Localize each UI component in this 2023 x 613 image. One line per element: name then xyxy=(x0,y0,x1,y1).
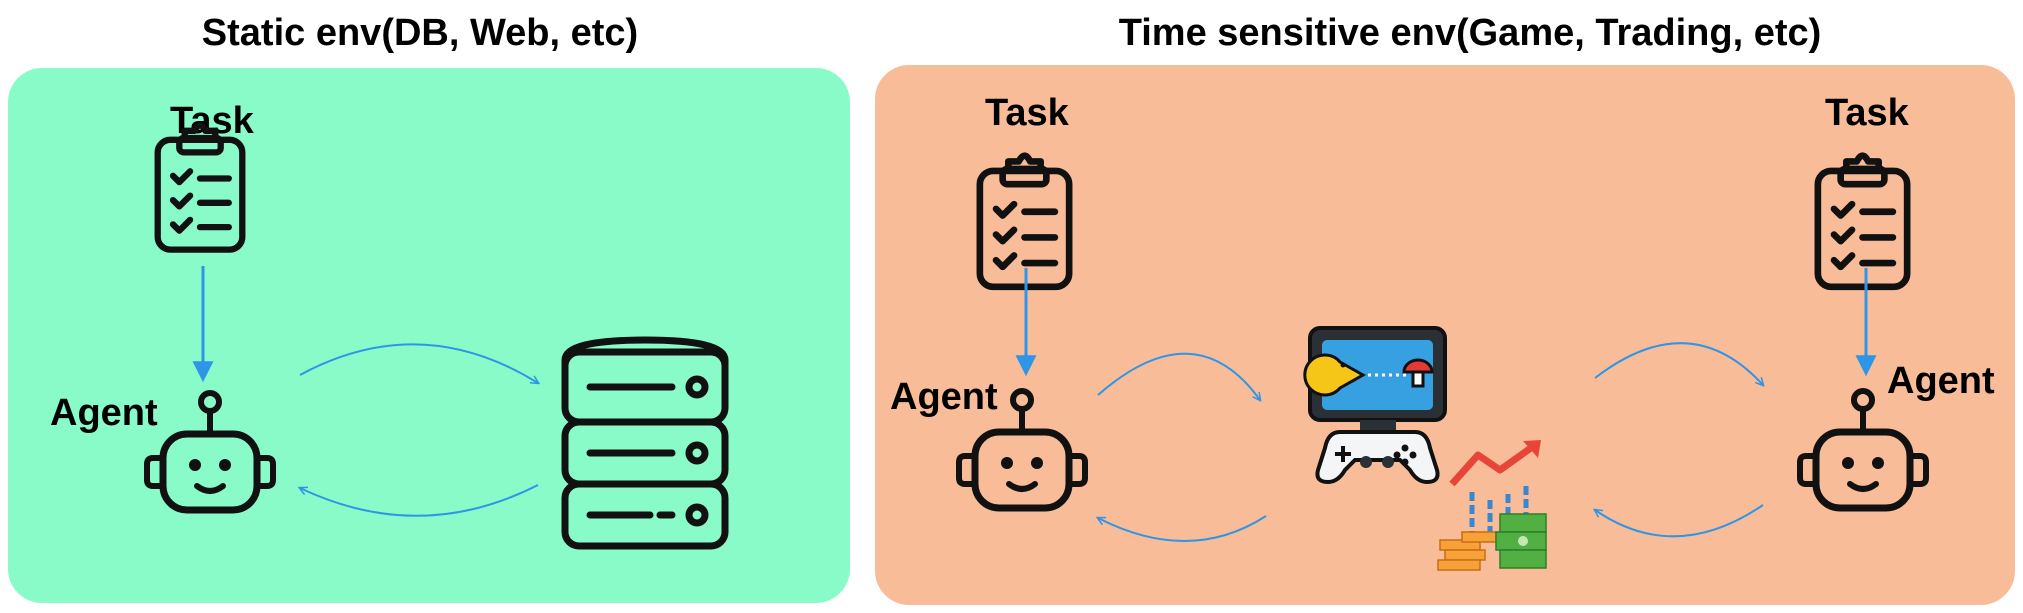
time-env-to-right-agent-arrow xyxy=(1594,342,1763,385)
game-console-icon xyxy=(1303,326,1447,485)
time-left-agent-label: Agent xyxy=(890,376,998,418)
static-db-to-agent-arrow xyxy=(300,484,539,517)
static-agent-to-db-arrow xyxy=(299,343,538,383)
static-env-title: Static env(DB, Web, etc) xyxy=(201,12,639,54)
static-task-clipboard-icon xyxy=(158,125,243,249)
static-env-panel xyxy=(8,68,850,603)
time-left-agent-to-env-arrow xyxy=(1097,352,1260,400)
time-right-agent-robot-icon xyxy=(1800,391,1926,508)
time-right-task-clipboard-icon xyxy=(1818,156,1907,287)
time-right-agent-to-env-arrow xyxy=(1595,504,1764,538)
trading-chart-money-icon xyxy=(1437,440,1547,571)
time-right-agent-label: Agent xyxy=(1887,360,1995,402)
time-left-agent-robot-icon xyxy=(959,391,1085,508)
static-agent-robot-icon xyxy=(147,393,273,510)
static-agent-label: Agent xyxy=(50,392,158,434)
time-left-task-clipboard-icon xyxy=(980,156,1069,287)
time-left-task-label: Task xyxy=(985,92,1069,134)
time-right-task-label: Task xyxy=(1825,92,1909,134)
database-icon xyxy=(561,336,729,550)
time-left-env-to-agent-arrow xyxy=(1098,515,1267,542)
time-sensitive-env-title: Time sensitive env(Game, Trading, etc) xyxy=(1118,12,1822,54)
